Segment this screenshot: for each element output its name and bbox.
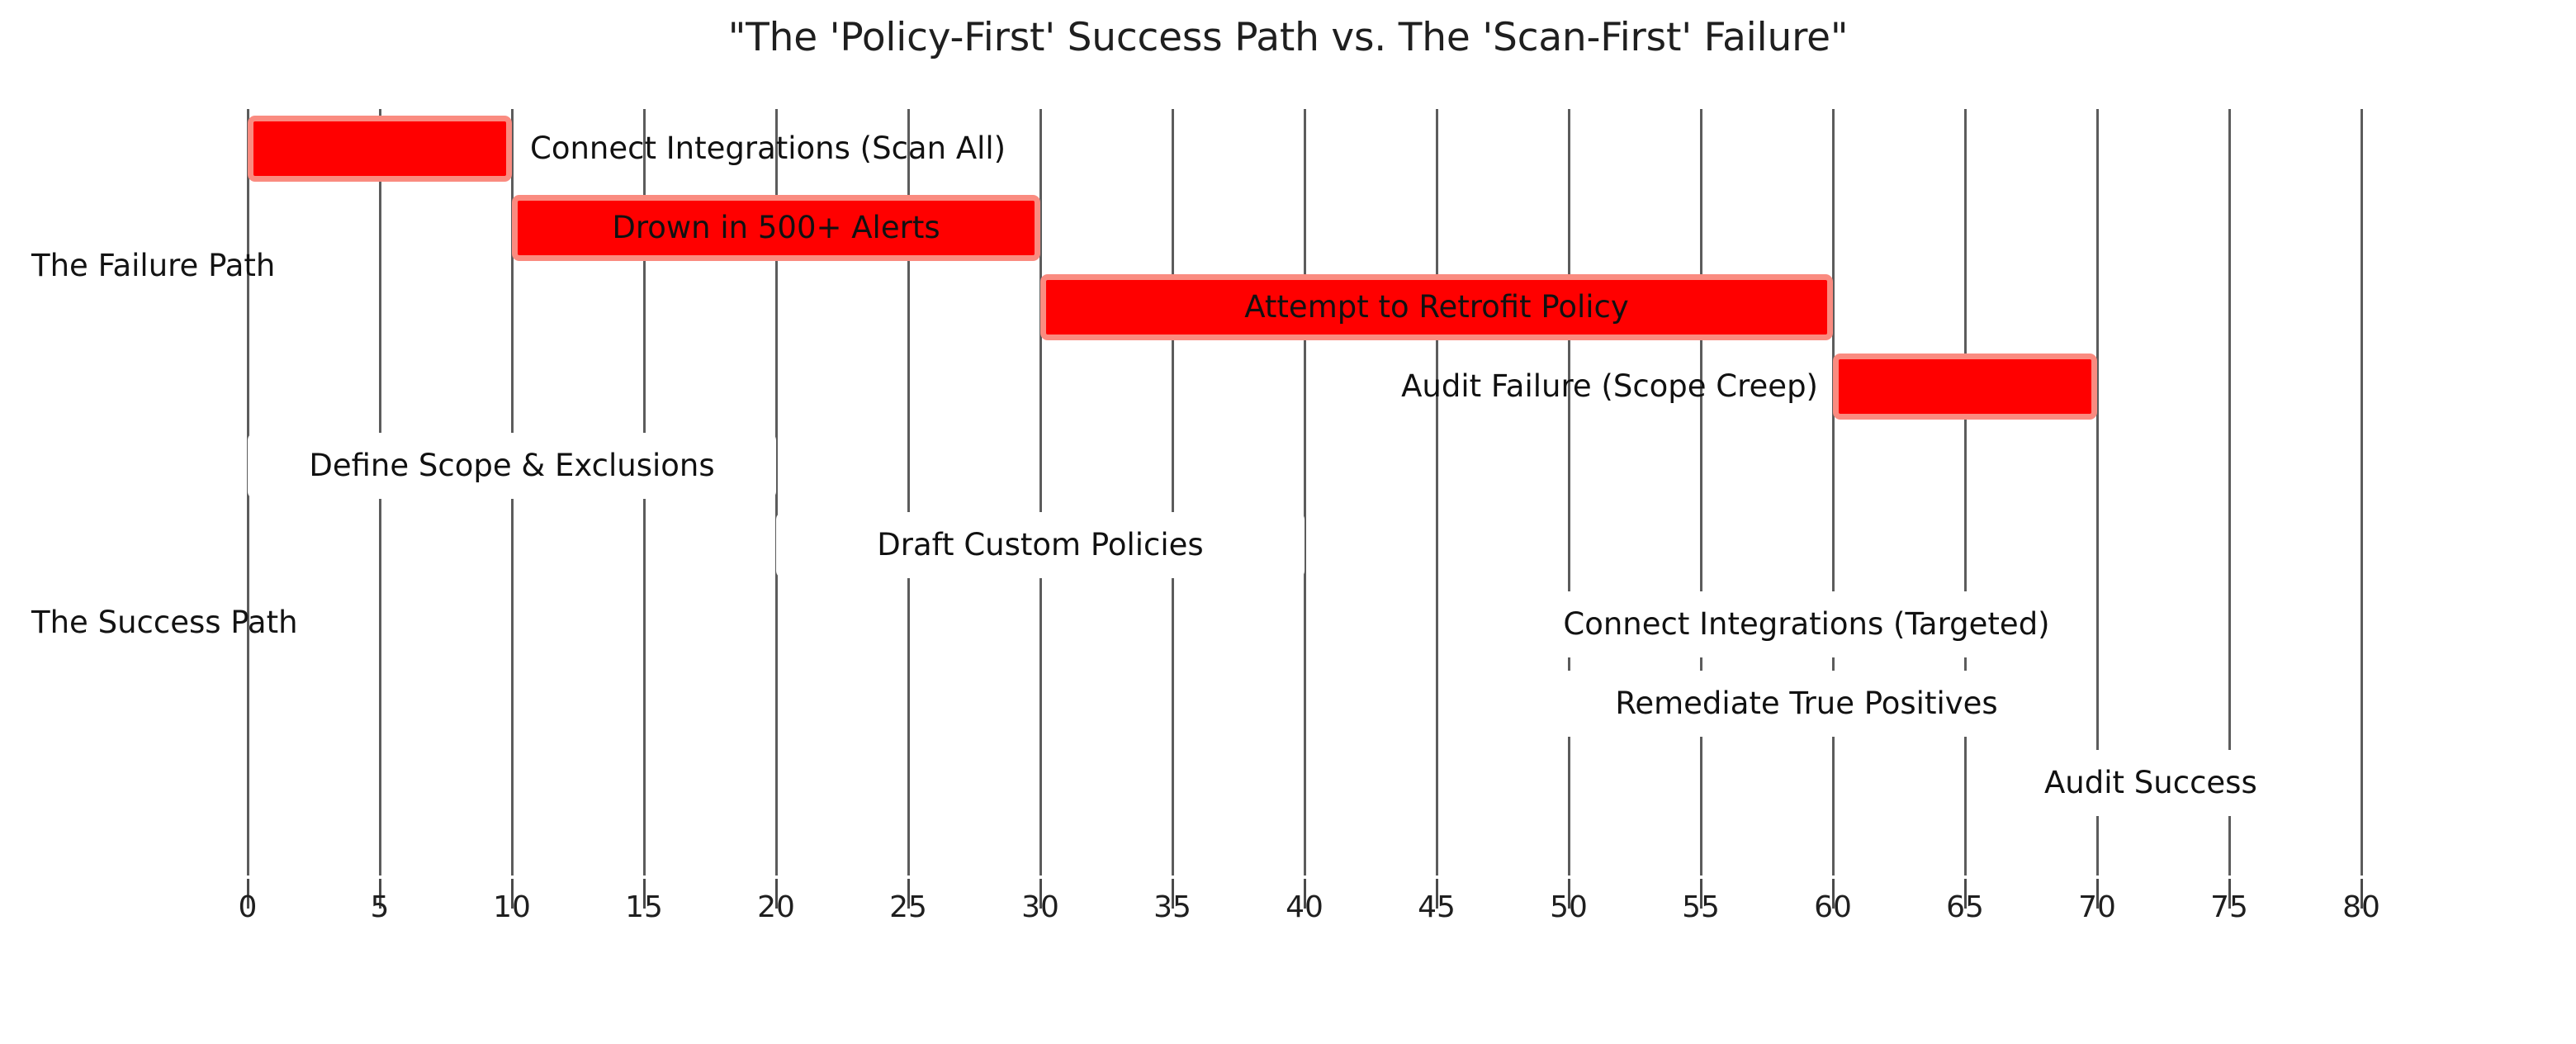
gridline: [1304, 109, 1306, 876]
axis-tick-label: 10: [493, 890, 531, 924]
task-bar[interactable]: [248, 433, 776, 499]
task-bar[interactable]: [2044, 750, 2256, 816]
gridline: [1832, 109, 1835, 876]
axis-tick: [1700, 879, 1702, 909]
task-bar[interactable]: [248, 116, 512, 182]
gridline: [1964, 109, 1967, 876]
axis-tick-label: 5: [370, 890, 390, 924]
axis-tick: [379, 879, 381, 909]
task-bar[interactable]: [1040, 274, 1833, 340]
axis-tick-label: 80: [2342, 890, 2380, 924]
gridline: [2361, 109, 2363, 876]
axis-tick-label: 25: [889, 890, 927, 924]
gridline: [1039, 109, 1042, 876]
task-bar[interactable]: [1833, 354, 2097, 420]
axis-tick-label: 30: [1021, 890, 1059, 924]
axis-tick: [1304, 879, 1306, 909]
gridline: [1700, 109, 1702, 876]
task-bar[interactable]: [1542, 591, 2071, 657]
page-title: "The 'Policy-First' Success Path vs. The…: [727, 15, 1849, 60]
task-bar-label: Connect Integrations (Scan All): [530, 130, 1006, 166]
task-bar[interactable]: [512, 195, 1040, 261]
axis-tick: [907, 879, 910, 909]
axis-tick: [1568, 879, 1570, 909]
axis-tick: [2361, 879, 2363, 909]
task-bar-label: Audit Failure (Scope Creep): [1401, 368, 1818, 404]
axis-tick: [1832, 879, 1835, 909]
gridline: [2228, 109, 2231, 876]
axis-tick: [1964, 879, 1967, 909]
gridline: [1568, 109, 1570, 876]
axis-tick-label: 40: [1286, 890, 1324, 924]
task-bar[interactable]: [1542, 671, 2071, 737]
task-bar[interactable]: [776, 512, 1305, 578]
axis-tick: [1436, 879, 1438, 909]
gridline: [775, 109, 778, 876]
axis-tick-label: 0: [238, 890, 258, 924]
gridline: [907, 109, 910, 876]
axis-tick-label: 45: [1418, 890, 1456, 924]
plot-area: Connect Integrations (Scan All)Drown in …: [247, 109, 2363, 876]
axis-tick-label: 65: [1946, 890, 1984, 924]
axis-tick-label: 15: [625, 890, 663, 924]
axis-tick: [247, 879, 249, 909]
gridline: [2096, 109, 2099, 876]
axis-tick: [2096, 879, 2099, 909]
axis-tick-label: 75: [2210, 890, 2248, 924]
axis-tick: [1039, 879, 1042, 909]
gridline: [1436, 109, 1438, 876]
axis-tick-label: 50: [1550, 890, 1588, 924]
gridline: [1172, 109, 1174, 876]
axis-tick-label: 20: [757, 890, 795, 924]
axis-tick: [2228, 879, 2231, 909]
axis-tick-label: 35: [1153, 890, 1191, 924]
section-label: The Failure Path: [31, 248, 276, 283]
axis-tick: [511, 879, 514, 909]
axis-tick-label: 70: [2078, 890, 2116, 924]
section-label: The Success Path: [31, 605, 298, 640]
axis-tick-label: 55: [1682, 890, 1720, 924]
axis-tick-label: 60: [1814, 890, 1852, 924]
axis-tick: [643, 879, 646, 909]
axis-tick: [1172, 879, 1174, 909]
axis-tick: [775, 879, 778, 909]
